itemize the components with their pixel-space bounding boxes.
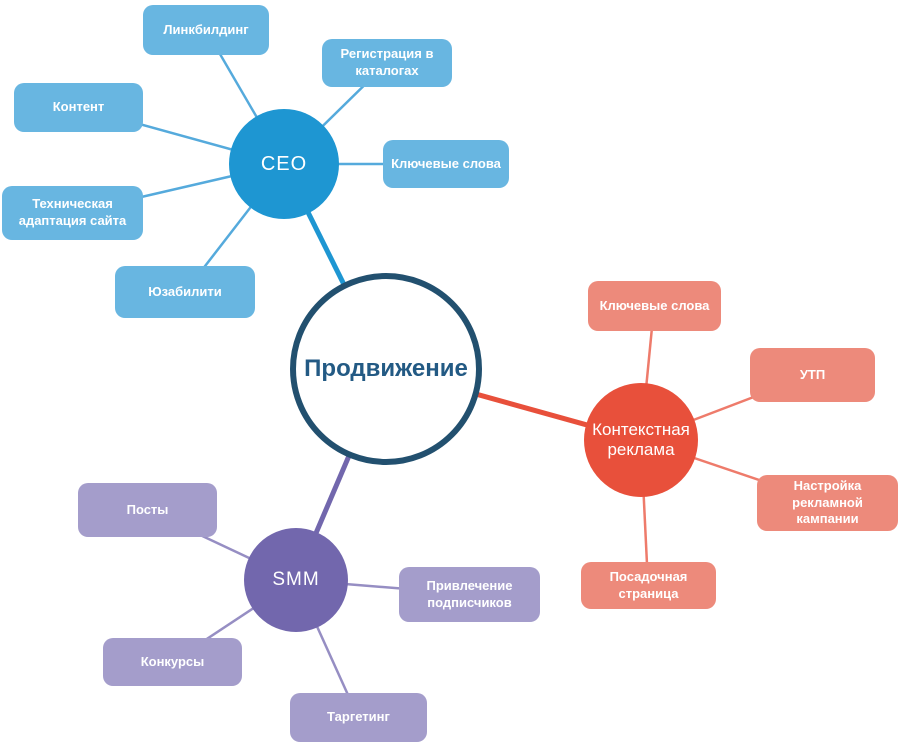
leaf-label: Техническая адаптация сайта: [18, 196, 127, 228]
leaf-label: Таргетинг: [327, 709, 390, 725]
leaf-smm-posts: Посты: [78, 483, 217, 537]
root-node-label: Продвижение: [304, 355, 468, 382]
hub-context-ads: Контекстная реклама: [584, 383, 698, 497]
leaf-label: Ключевые слова: [391, 155, 501, 171]
leaf-seo-usability: Юзабилити: [115, 266, 255, 318]
leaf-seo-keywords: Ключевые слова: [383, 140, 509, 188]
leaf-seo-catalogs: Регистрация в каталогах: [322, 39, 452, 87]
leaf-smm-targeting: Таргетинг: [290, 693, 427, 742]
leaf-seo-content: Контент: [14, 83, 143, 132]
leaf-label: Линкбилдинг: [163, 21, 249, 37]
leaf-smm-followers: Привлечение подписчиков: [399, 567, 540, 622]
hub-smm: SMM: [244, 528, 348, 632]
leaf-label: Контент: [52, 99, 105, 115]
leaf-label: Ключевые слова: [599, 297, 710, 313]
leaf-context-keywords: Ключевые слова: [588, 281, 721, 331]
leaf-label: Посадочная страница: [609, 568, 688, 601]
leaf-context-utp: УТП: [750, 348, 875, 402]
leaf-label: Посты: [126, 501, 169, 517]
leaf-label: Привлечение подписчиков: [426, 577, 513, 610]
hub-seo-label: CEO: [260, 153, 308, 175]
hub-context-label: Контекстная реклама: [592, 419, 690, 459]
leaf-seo-tech: Техническая адаптация сайта: [2, 186, 143, 240]
leaf-seo-linkbuilding: Линкбилдинг: [143, 5, 269, 55]
leaf-smm-contests: Конкурсы: [103, 638, 242, 686]
leaf-label: УТП: [799, 366, 826, 382]
hub-smm-label: SMM: [272, 568, 320, 590]
leaf-label: Настройка рекламной кампании: [792, 477, 863, 527]
leaf-label: Юзабилити: [148, 283, 222, 299]
leaf-label: Конкурсы: [140, 653, 205, 669]
leaf-context-campaign: Настройка рекламной кампании: [757, 475, 898, 531]
leaf-label: Регистрация в каталогах: [340, 46, 434, 78]
leaf-context-landing: Посадочная страница: [581, 562, 716, 609]
root-node-promotion: Продвижение: [290, 273, 482, 465]
hub-seo: CEO: [229, 109, 339, 219]
